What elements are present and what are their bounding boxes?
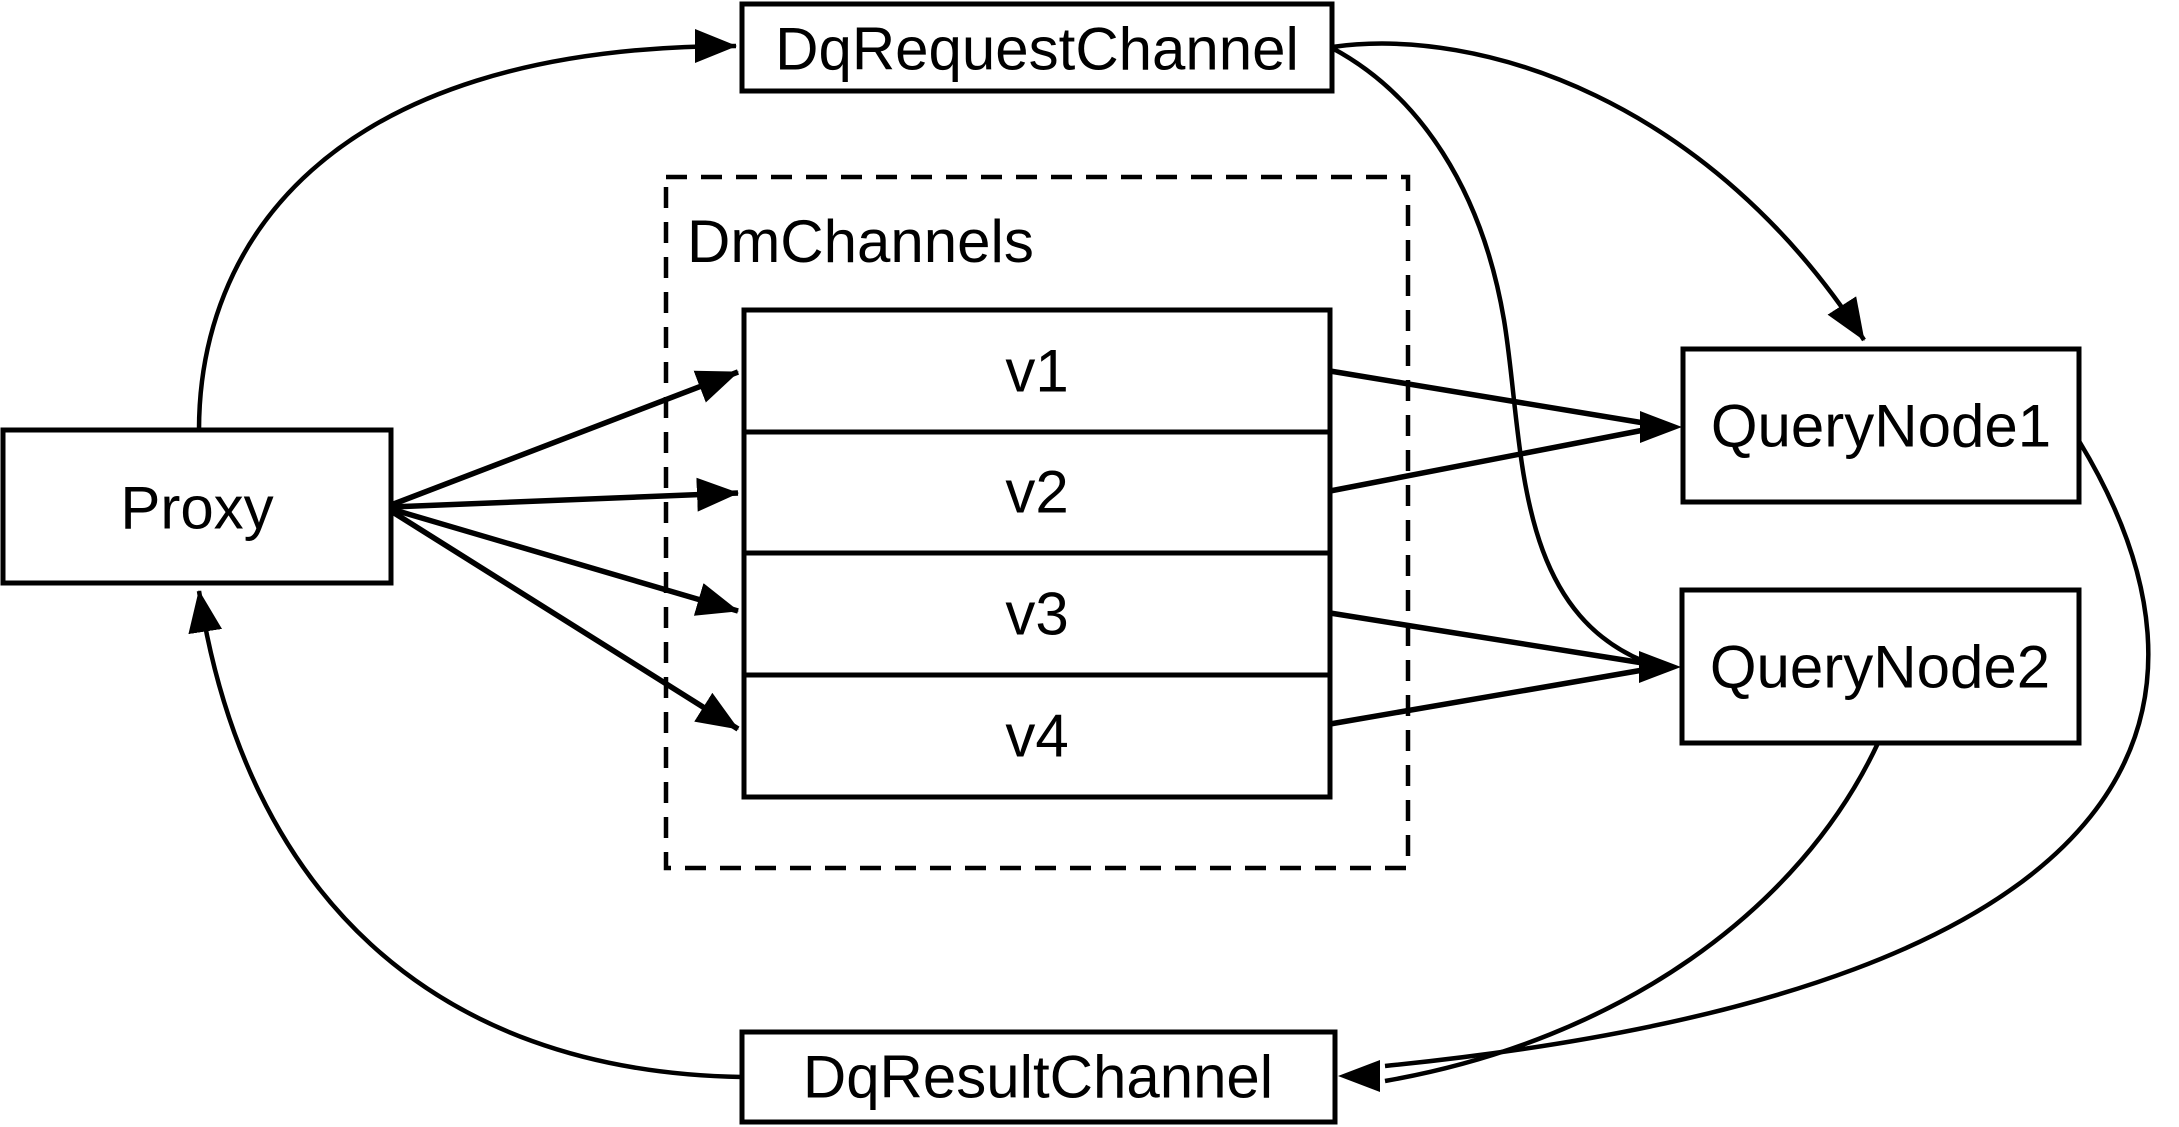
edge-v3-to-querynode2 xyxy=(1329,610,1644,666)
channel-v1-label: v1 xyxy=(1005,338,1068,405)
edge-dqrequestchannel-to-querynode2 xyxy=(1330,46,1644,664)
edge-proxy-to-v2 xyxy=(390,477,739,512)
node-query-node2: QueryNode2 xyxy=(1679,587,2082,746)
query-node1-label: QueryNode1 xyxy=(1711,393,2051,460)
dm-channels-group: DmChannels v1 v2 v3 v4 xyxy=(663,174,1411,871)
edge-proxy-to-v1 xyxy=(390,369,739,508)
dq-request-channel-box xyxy=(739,1,1335,94)
arrowhead-querynode1-left xyxy=(1640,411,1682,443)
dq-result-channel-label: DqResultChannel xyxy=(803,1044,1273,1111)
dq-request-channel-label: DqRequestChannel xyxy=(775,16,1299,83)
edges xyxy=(188,29,2151,1092)
edge-proxy-to-v3 xyxy=(390,506,739,616)
edge-v1-to-querynode1 xyxy=(1329,368,1645,426)
proxy-box xyxy=(0,427,394,586)
channel-v2-label: v2 xyxy=(1005,459,1068,526)
edge-dqrequestchannel-to-querynode1 xyxy=(1331,41,1866,342)
proxy-label: Proxy xyxy=(120,475,273,542)
dm-channels-label: DmChannels xyxy=(687,208,1034,275)
node-dq-result-channel: DqResultChannel xyxy=(739,1029,1338,1125)
edge-dqresultchannel-to-proxy xyxy=(188,590,743,1080)
edge-proxy-to-dqrequestchannel xyxy=(196,29,737,431)
edge-querynode1-to-dqresultchannel xyxy=(1384,439,2151,1069)
query-node2-label: QueryNode2 xyxy=(1710,634,2050,701)
edge-v4-to-querynode2 xyxy=(1329,667,1644,727)
node-proxy: Proxy xyxy=(0,427,394,586)
channel-v3-label: v3 xyxy=(1005,581,1068,648)
channel-v4-label: v4 xyxy=(1005,703,1068,770)
arrowhead-dqresultchannel-right xyxy=(1338,1060,1380,1092)
channel-table: v1 v2 v3 v4 xyxy=(741,307,1333,800)
node-query-node1: QueryNode1 xyxy=(1680,346,2082,505)
query-node2-box xyxy=(1679,587,2082,746)
edge-querynode2-to-dqresultchannel xyxy=(1384,742,1881,1084)
arrowhead-querynode2-left xyxy=(1639,651,1681,683)
node-dq-request-channel: DqRequestChannel xyxy=(739,1,1335,94)
dm-channels-box xyxy=(663,174,1411,871)
edge-proxy-to-v4 xyxy=(389,508,740,732)
edge-v2-to-querynode1 xyxy=(1329,427,1645,494)
query-node1-box xyxy=(1680,346,2082,505)
dq-result-channel-box xyxy=(739,1029,1338,1125)
